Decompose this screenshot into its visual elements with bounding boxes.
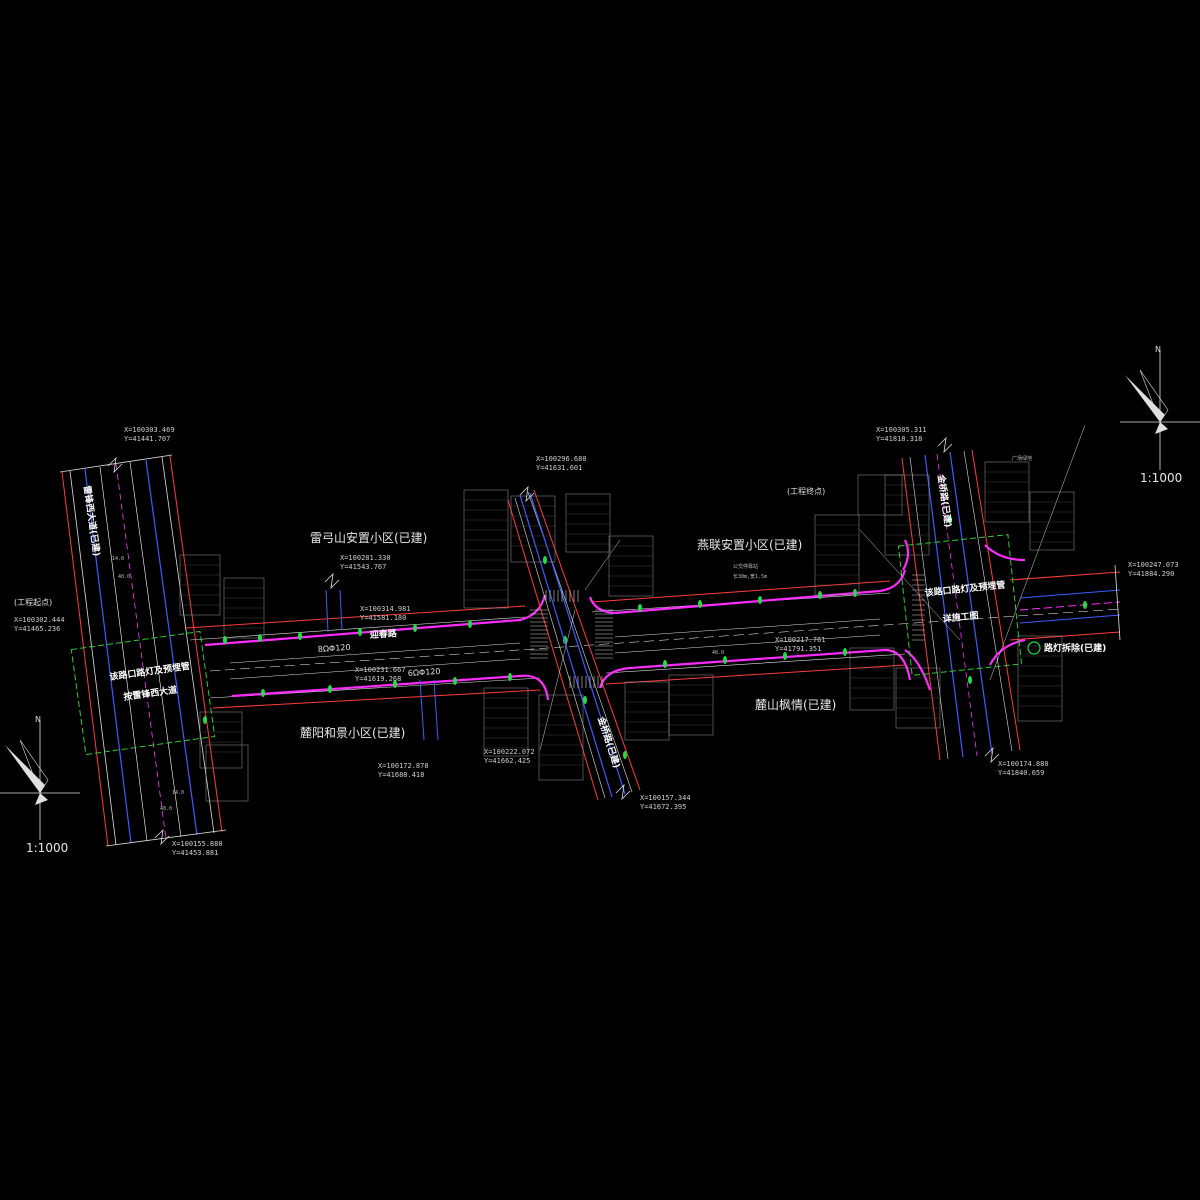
coord-c7-y: Y=41688.418 (378, 771, 424, 779)
left-box-note-1: 该路口路灯及预埋管 (109, 660, 191, 683)
compass-left-n: N (35, 715, 41, 724)
coord-c8-x: X=100157.344 (640, 794, 691, 802)
lamp-note: 路灯拆除(已建) (1044, 642, 1106, 654)
start-point-label: (工程起点) (14, 598, 52, 607)
area-top-right: 燕联安置小区(已建) (697, 537, 802, 552)
coord-start-x: X=100302.444 (14, 616, 65, 624)
coord-c1-y: Y=41441.707 (124, 435, 170, 443)
dim-48-bottom: 48.0 (160, 806, 172, 812)
coord-c13-x: X=100231.667 (355, 666, 406, 674)
left-vertical-road (59, 454, 227, 847)
right-box-note-1: 该路口路灯及预埋管 (924, 579, 1006, 599)
lamp-posts (203, 516, 1087, 759)
road-main-label: 迎春路 (369, 627, 398, 641)
road-right-vertical-label: 金桥路(已建) (935, 473, 954, 528)
coord-c7-x: X=100172.878 (378, 762, 429, 770)
left-intersection-box (70, 630, 216, 756)
end-point-label: (工程终点) (787, 486, 825, 496)
dim-48-mid: 48.0 (712, 650, 724, 656)
coord-c9-x: X=100305.311 (876, 426, 927, 434)
coord-c10-y: Y=41884.290 (1128, 570, 1174, 578)
right-vertical-road (901, 449, 1026, 761)
coord-c11-y: Y=41840.659 (998, 769, 1044, 777)
coord-start-y: Y=41465.236 (14, 625, 60, 633)
coord-c1-x: X=100303.469 (124, 426, 175, 434)
coord-c6-y: Y=41581.180 (360, 614, 406, 622)
coord-c5-y: Y=41543.767 (340, 563, 386, 571)
station-note: 公交停靠站 (733, 563, 758, 570)
coord-c3-y: Y=41453.881 (172, 849, 218, 857)
side-road-bottom-left (419, 679, 439, 741)
plaza-note: 广场绿地 (1012, 455, 1032, 462)
coord-c13-y: Y=41619.268 (355, 675, 401, 683)
coord-c12-y: Y=41662.425 (484, 757, 530, 765)
coord-c9-y: Y=41818.318 (876, 435, 922, 443)
break-marks (107, 436, 1000, 846)
dim-40-top: 40.0 (118, 574, 130, 580)
dim-14-top: 14.0 (112, 556, 124, 562)
coord-c4-x: X=100296.680 (536, 455, 587, 463)
scale-left: 1:1000 (26, 841, 68, 855)
coord-c10-x: X=100247.073 (1128, 561, 1179, 569)
coord-c4-y: Y=41631.601 (536, 464, 582, 472)
right-box-note-2: 详施工图 (942, 609, 979, 625)
coord-c11-x: X=100174.880 (998, 760, 1049, 768)
scale-right: 1:1000 (1140, 471, 1182, 485)
coord-c6-x: X=100314.981 (360, 605, 411, 613)
compass-right-icon: N (1120, 345, 1200, 470)
coord-c3-x: X=100155.880 (172, 840, 223, 848)
dim-14-bottom: 14.0 (172, 790, 184, 796)
right-intersection-box (897, 534, 1023, 676)
lamp-symbol-icon (1027, 641, 1041, 655)
coord-c5-x: X=100281.330 (340, 554, 391, 562)
road-mid-vertical-label: 金桥路(已建) (595, 714, 623, 769)
left-box-note-2: 按雷锋西大道 (123, 684, 178, 703)
side-road-top-left (325, 589, 343, 633)
coord-c8-y: Y=41672.395 (640, 803, 686, 811)
compass-right-n: N (1155, 345, 1161, 354)
road-left-vertical-label: 雷锋西大道(已建) (81, 485, 103, 557)
pipe-label-1: 8ΩΦ120 (318, 643, 351, 654)
station-note-2: 长30m,宽1.5m (733, 573, 767, 580)
coord-c14-x: X=100217.761 (775, 636, 826, 644)
area-top-left: 雷弓山安置小区(已建) (310, 530, 427, 545)
leader-lines (539, 424, 1086, 751)
coord-c14-y: Y=41791.351 (775, 645, 821, 653)
compass-left-icon: N (0, 715, 80, 840)
pipe-label-2: 6ΩΦ120 (408, 667, 441, 678)
area-bottom-right: 麓山枫情(已建) (755, 697, 836, 712)
coord-c12-x: X=100222.072 (484, 748, 535, 756)
area-bottom-left: 麓阳和景小区(已建) (300, 726, 405, 740)
